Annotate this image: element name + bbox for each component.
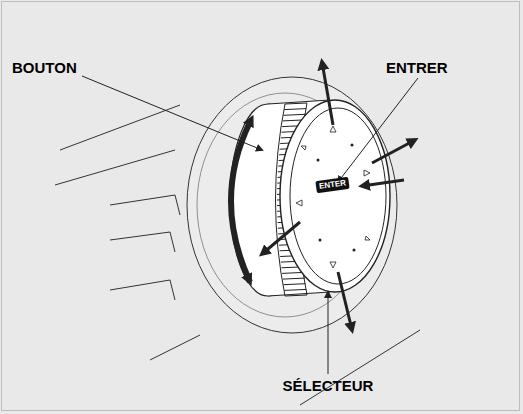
part-label: BOUTON	[12, 60, 77, 75]
part-label: SÉLECTEUR	[283, 378, 374, 393]
part-label: ENTRER	[386, 60, 448, 75]
